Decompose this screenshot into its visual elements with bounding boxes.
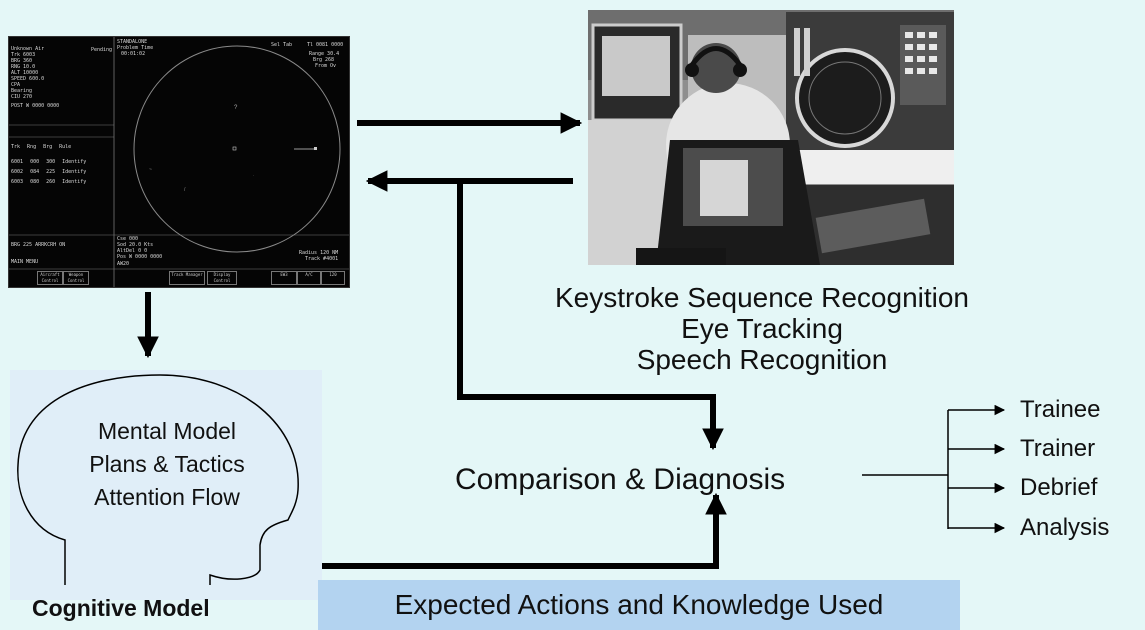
bottom-info-line: Sod 20.0 Kts [117, 242, 154, 248]
svg-text:/: / [184, 187, 186, 193]
menu-button-ac: A/C [297, 271, 321, 285]
head-silhouette [10, 370, 322, 600]
comparison-diagnosis-label: Comparison & Diagnosis [455, 463, 786, 496]
menu-button-display-control: Display Control [207, 271, 237, 285]
menu-button-120: 120 [321, 271, 345, 285]
table-cell: Identify [62, 179, 87, 185]
cognitive-model-label: Cognitive Model [32, 595, 210, 621]
expected-actions-label: Expected Actions and Knowledge Used [394, 589, 884, 620]
radar-console-screenshot: ? ~ / · STANDALONE Problem Time 00:01:02… [8, 36, 350, 288]
keyboard [815, 198, 931, 254]
arrow-model-to-diagnosis [300, 492, 727, 569]
radar-pending: Pending [91, 47, 113, 53]
bottom-info-line: Radius 120 NM [299, 250, 339, 256]
svg-text:·: · [253, 173, 254, 178]
table-header-cell: Rng [27, 144, 37, 150]
sensor-label-eye-tracking: Eye Tracking [681, 313, 843, 344]
menu-button-aircraft-control: Aircraft Control [37, 271, 63, 285]
output-trainee: Trainee [1020, 396, 1101, 423]
table-cell: 260 [46, 179, 56, 185]
bottom-info-line: Cse 000 [117, 236, 139, 242]
table-cell: 080 [30, 179, 40, 185]
table-cell: 000 [30, 159, 40, 165]
output-debrief: Debrief [1020, 474, 1098, 501]
table-cell: 225 [46, 169, 56, 175]
table-row: 6001 000 300 Identify [11, 159, 86, 165]
arrow-sensors-to-diagnosis [457, 181, 724, 451]
range-line: From Ov [315, 63, 337, 69]
table-cell: 6002 [11, 169, 24, 175]
head-line-attention-flow: Attention Flow [94, 484, 240, 510]
track-line: Bearing [11, 88, 33, 94]
head-outline [17, 374, 299, 585]
table-row: 6003 080 260 Identify [11, 179, 86, 185]
bottom-info-line: AltDel 0 0 [117, 248, 148, 254]
radar-scope [133, 45, 341, 253]
head-line-plans-tactics: Plans & Tactics [89, 451, 245, 477]
menu-button-ew3: EW3 [271, 271, 297, 285]
head-line-mental-model: Mental Model [97, 418, 237, 444]
track-line: ALT 10000 [11, 70, 39, 76]
track-line: Trk 6003 [11, 52, 36, 58]
range-line: Range 30.4 [309, 51, 340, 57]
table-header-cell: Rule [59, 144, 72, 150]
track-table-header: Trk Rng Brg Rule [11, 144, 71, 150]
menu-button-weapon-control: Weapon Control [63, 271, 89, 285]
table-cell: 6003 [11, 179, 24, 185]
radar-main-menu-label: MAIN MENU [11, 259, 39, 265]
bottom-info-line: Pos W 0000 0000 [117, 254, 163, 260]
table-cell: 300 [46, 159, 56, 165]
svg-text:~: ~ [149, 167, 152, 173]
radar-header-right: Tl 0081 0000 [307, 42, 344, 48]
sensor-label-keystroke: Keystroke Sequence Recognition [554, 282, 970, 313]
radar-note: AW20 [117, 261, 130, 267]
post-line: POST W 0000 0000 [11, 103, 60, 109]
track-line: CPA [11, 82, 21, 88]
expected-actions-band [318, 580, 960, 630]
track-line: CIU 270 [11, 94, 33, 100]
sensor-label-speech: Speech Recognition [636, 344, 888, 375]
radar-status-line: BRG 225 ARRKCRH ON [11, 242, 66, 248]
radar-clock: 00:01:02 [121, 51, 146, 57]
table-cell: Identify [62, 159, 87, 165]
output-trainer: Trainer [1020, 435, 1096, 462]
track-line: Unknown Air [11, 46, 45, 52]
table-cell: 6001 [11, 159, 24, 165]
track-line: BRG 360 [11, 58, 33, 64]
table-row: 6002 084 225 Identify [11, 169, 86, 175]
radar-graphics: ? ~ / · [9, 37, 349, 287]
radar-header-sub: Problem Time [117, 45, 154, 51]
radar-header-mid: Sel Tab [271, 42, 293, 48]
operator-scene [588, 10, 954, 265]
table-header-cell: Brg [43, 144, 53, 150]
track-line: SPEED 600.0 [11, 76, 45, 82]
operator-console-photo [588, 10, 954, 265]
range-line: Brg 268 [313, 57, 335, 63]
table-header-cell: Trk [11, 144, 21, 150]
svg-text:?: ? [234, 105, 238, 111]
table-cell: 084 [30, 169, 40, 175]
menu-button-track-manager: Track Manager [169, 271, 205, 285]
radar-header-left: STANDALONE [117, 39, 148, 45]
table-cell: Identify [62, 169, 87, 175]
radar-display [795, 48, 895, 148]
bottom-info-line: Track #4001 [305, 256, 339, 262]
output-analysis: Analysis [1020, 514, 1110, 541]
track-line: RNG 10.0 [11, 64, 36, 70]
